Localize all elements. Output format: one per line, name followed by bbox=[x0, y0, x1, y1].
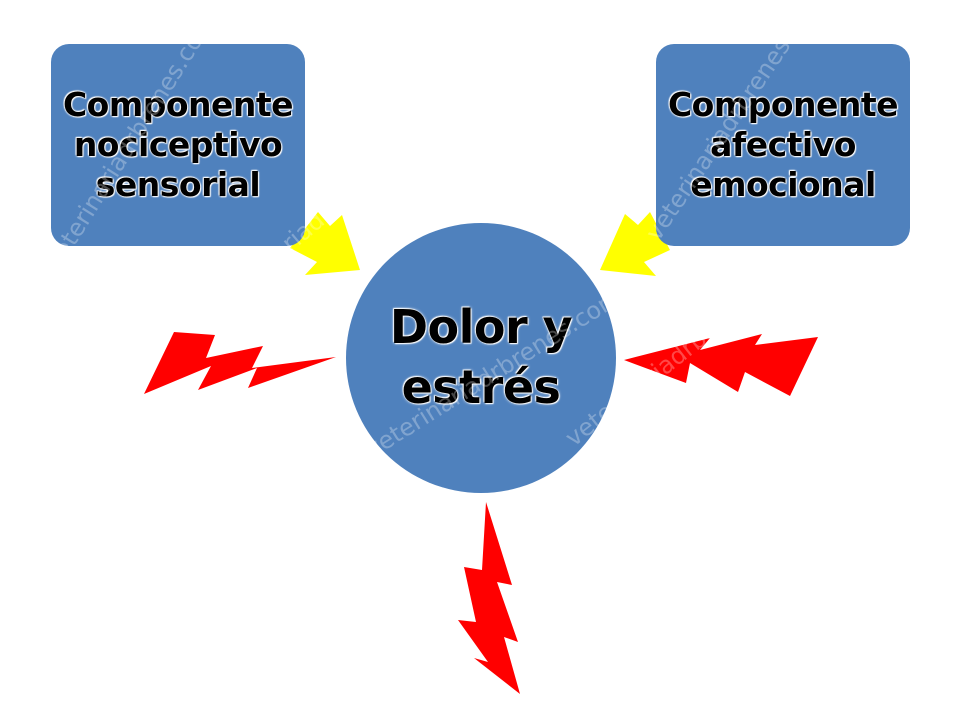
arrow-left-to-center bbox=[290, 212, 360, 275]
arrow-right-to-center bbox=[600, 212, 670, 276]
nociceptive-component-box: Componente nociceptivo sensorial bbox=[51, 44, 305, 246]
lightning-left bbox=[144, 332, 336, 394]
lightning-right bbox=[624, 334, 818, 396]
affective-component-box: Componente afectivo emocional bbox=[656, 44, 910, 246]
pain-stress-circle: Dolor y estrés bbox=[346, 223, 616, 493]
lightning-bottom bbox=[458, 502, 520, 694]
